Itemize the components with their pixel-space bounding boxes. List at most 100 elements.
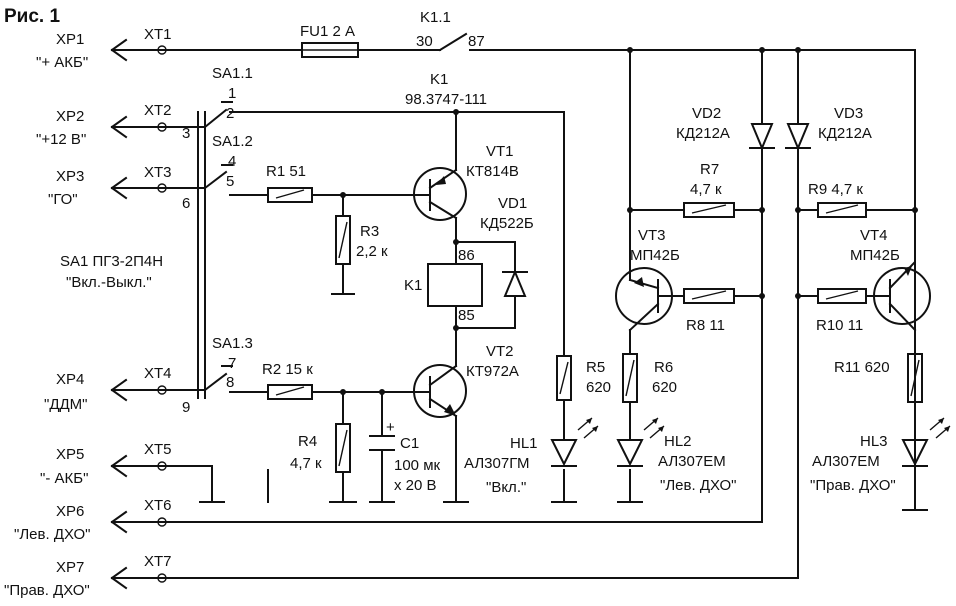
- component-label: R2 15 к: [262, 361, 313, 378]
- component-label: МП42Б: [850, 247, 900, 264]
- component-label: "Лев. ДХО": [14, 526, 90, 543]
- diode-vd3: VD3 КД212А: [785, 105, 872, 151]
- junction-dots: [340, 47, 918, 395]
- component-label: R4: [298, 433, 317, 450]
- component-label: XP6: [56, 503, 84, 520]
- component-label: XP7: [56, 559, 84, 576]
- transistor-vt4: VT4 МП42Б: [850, 209, 931, 332]
- component-label: 7: [228, 355, 236, 372]
- component-label: МП42Б: [630, 247, 680, 264]
- component-label: 9: [182, 399, 190, 416]
- component-label: 620: [652, 379, 677, 396]
- resistor-r9: R9 4,7 к: [808, 181, 867, 218]
- component-label: R5: [586, 359, 605, 376]
- component-label: "+12 В": [36, 131, 86, 148]
- component-label: 1: [228, 85, 236, 102]
- component-label: R11 620: [834, 359, 890, 376]
- connector-xp3: XP3 "ГО" XT3: [48, 164, 172, 208]
- component-label: "ДДМ": [44, 396, 87, 413]
- component-label: SA1 ПГ3-2П4Н: [60, 253, 163, 270]
- component-label: VT1: [486, 143, 514, 160]
- component-label: АЛ307ЕМ: [658, 453, 726, 470]
- resistor-r8: R8 11: [683, 288, 735, 334]
- component-label: 98.3747-111: [405, 91, 487, 108]
- component-label: XT1: [144, 26, 172, 43]
- relay-coil-k1: K1 86 85: [404, 247, 483, 324]
- component-label: R1 51: [266, 163, 306, 180]
- component-label: 8: [226, 374, 234, 391]
- component-label: XP2: [56, 108, 84, 125]
- component-label: 85: [458, 307, 475, 324]
- switch-sa1: SA1.1 1 2 3 SA1.2 4 5 6 SA1.3 7 8 9 SA1 …: [60, 65, 253, 416]
- component-label: "Прав. ДХО": [4, 582, 90, 599]
- component-label: XT3: [144, 164, 172, 181]
- component-label: "+ АКБ": [36, 54, 88, 71]
- component-label: XP5: [56, 446, 84, 463]
- fuse-fu1: FU1 2 А: [300, 23, 359, 58]
- component-label: XT2: [144, 102, 172, 119]
- component-label: 86: [458, 247, 475, 264]
- component-label: XP4: [56, 371, 84, 388]
- resistor-r11: R11 620: [834, 353, 923, 403]
- component-label: R7: [700, 161, 719, 178]
- resistor-r3: R3 2,2 к: [335, 215, 388, 265]
- component-label: КТ814В: [466, 163, 519, 180]
- resistor-r10: R10 11: [816, 288, 867, 334]
- component-label: 30: [416, 33, 433, 50]
- component-label: HL1: [510, 435, 538, 452]
- figure-title: Рис. 1: [4, 6, 60, 27]
- component-label: 2,2 к: [356, 243, 388, 260]
- component-label: R9 4,7 к: [808, 181, 863, 198]
- component-label: VD3: [834, 105, 863, 122]
- component-label: 6: [182, 195, 190, 212]
- transistor-vt1: VT1 КТ814В: [413, 143, 519, 221]
- component-label: XT7: [144, 553, 172, 570]
- component-label: 100 мк: [394, 457, 441, 474]
- component-label: "Прав. ДХО": [810, 477, 896, 494]
- connector-xp5: XP5 "- АКБ" XT5: [40, 441, 172, 487]
- component-label: SA1.1: [212, 65, 253, 82]
- resistor-r7: R7 4,7 к: [683, 161, 735, 218]
- component-label: АЛ307ЕМ: [812, 453, 880, 470]
- component-label: C1: [400, 435, 419, 452]
- component-label: 3: [182, 125, 190, 142]
- component-label: XT4: [144, 365, 172, 382]
- connector-xp1: XP1 "+ АКБ" XT1: [36, 26, 172, 71]
- connector-xp7: XP7 "Прав. ДХО" XT7: [4, 553, 172, 599]
- resistor-r4: R4 4,7 к: [290, 423, 351, 473]
- component-label: R3: [360, 223, 379, 240]
- component-label: R10 11: [816, 317, 863, 334]
- component-label: VT3: [638, 227, 666, 244]
- component-label: HL2: [664, 433, 692, 450]
- led-hl1: HL1 АЛ307ГМ "Вкл.": [464, 417, 599, 496]
- component-label: K1.1: [420, 9, 451, 26]
- component-label: 5: [226, 173, 234, 190]
- component-label: HL3: [860, 433, 888, 450]
- component-label: 87: [468, 33, 485, 50]
- ground-symbols: [199, 469, 928, 511]
- component-label: 4: [228, 153, 236, 170]
- connector-xp2: XP2 "+12 В" XT2: [36, 102, 172, 148]
- component-label: "ГО": [48, 191, 78, 208]
- component-label: х 20 В: [394, 477, 437, 494]
- resistor-r1: R1 51: [266, 163, 313, 203]
- resistor-r5: R5 620: [556, 355, 611, 401]
- diode-vd2: VD2 КД212А: [676, 105, 775, 151]
- component-label: КД212А: [676, 125, 730, 142]
- component-label: SA1.3: [212, 335, 253, 352]
- component-label: АЛ307ГМ: [464, 455, 529, 472]
- component-label: "- АКБ": [40, 470, 88, 487]
- component-label: SA1.2: [212, 133, 253, 150]
- relay-contact-k1-1: K1.1 30 87 K1 98.3747-111: [405, 9, 487, 108]
- component-label: "Вкл.": [486, 479, 526, 496]
- component-label: XT5: [144, 441, 172, 458]
- transistor-vt2: VT2 КТ972А: [413, 343, 519, 418]
- connector-xp6: XP6 "Лев. ДХО" XT6: [14, 497, 172, 543]
- component-label: +: [386, 419, 395, 436]
- led-hl3: HL3 АЛ307ЕМ "Прав. ДХО": [810, 417, 951, 494]
- transistor-vt3: VT3 МП42Б: [615, 227, 680, 332]
- component-label: VD1: [498, 195, 527, 212]
- component-label: КТ972А: [466, 363, 519, 380]
- component-label: 4,7 к: [290, 455, 322, 472]
- diode-vd1: VD1 КД522Б: [480, 195, 534, 297]
